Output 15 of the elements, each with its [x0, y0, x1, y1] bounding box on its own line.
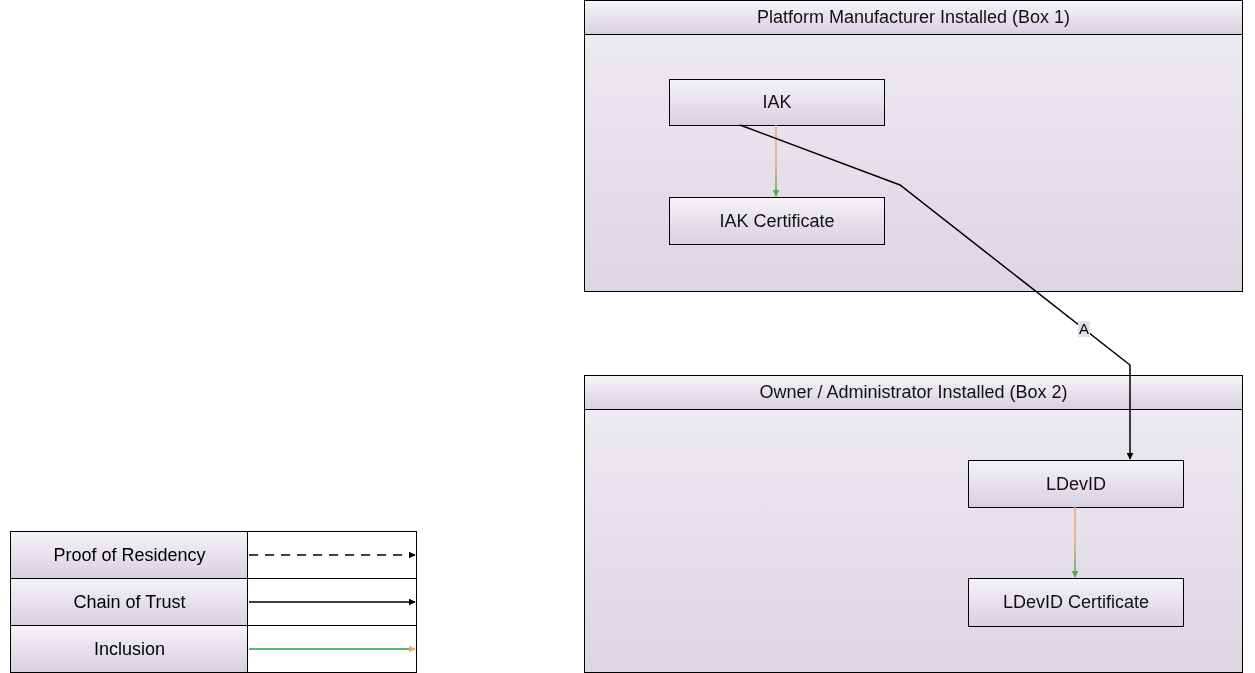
edge-label: A	[1078, 321, 1090, 337]
legend-label: Chain of Trust	[10, 578, 249, 626]
legend-label: Inclusion	[10, 625, 249, 673]
group-panel	[584, 375, 1243, 673]
arrow	[772, 124, 780, 197]
legend-label: Proof of Residency	[10, 531, 249, 579]
arrow	[1071, 506, 1079, 578]
key-box: IAK	[669, 79, 885, 126]
key-box: IAK Certificate	[669, 197, 885, 245]
key-box: LDevID Certificate	[968, 578, 1184, 627]
arrow	[739, 124, 1134, 460]
panel-header: Platform Manufacturer Installed (Box 1)	[585, 1, 1242, 35]
panel-header: Owner / Administrator Installed (Box 2)	[585, 376, 1242, 410]
group-panel	[584, 0, 1243, 292]
key-box: LDevID	[968, 460, 1184, 508]
